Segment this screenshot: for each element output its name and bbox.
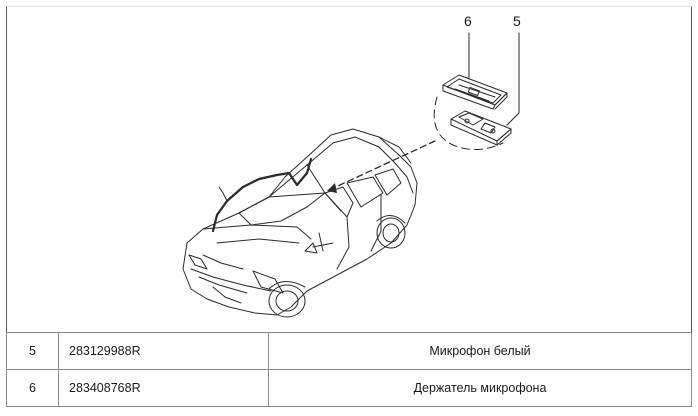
part-name-cell: Микрофон белый bbox=[268, 332, 692, 370]
position-cell: 5 bbox=[6, 332, 59, 370]
car-microphone-diagram bbox=[182, 32, 520, 318]
table-row: 6 283408768R Держатель микрофона bbox=[6, 369, 692, 407]
position-cell: 6 bbox=[6, 369, 59, 407]
callout-5: 5 bbox=[513, 13, 521, 29]
detail-outline bbox=[433, 96, 504, 150]
white-microphone-part bbox=[450, 110, 512, 146]
callout-leaders bbox=[468, 32, 520, 126]
microphone-holder-part bbox=[442, 74, 508, 110]
harness-lead bbox=[218, 186, 228, 202]
diagram-frame: 6 5 bbox=[6, 6, 692, 332]
table-row: 5 283129988R Микрофон белый bbox=[6, 332, 692, 370]
part-number-cell: 283408768R bbox=[58, 369, 269, 407]
part-number-cell: 283129988R bbox=[58, 332, 269, 370]
part-name-cell: Держатель микрофона bbox=[268, 369, 692, 407]
parts-table: 5 283129988R Микрофон белый 6 283408768R… bbox=[6, 332, 692, 407]
wiring-harness bbox=[211, 157, 313, 233]
car-illustration bbox=[182, 128, 418, 318]
leader-arrow bbox=[326, 140, 436, 193]
callout-6: 6 bbox=[464, 13, 472, 29]
